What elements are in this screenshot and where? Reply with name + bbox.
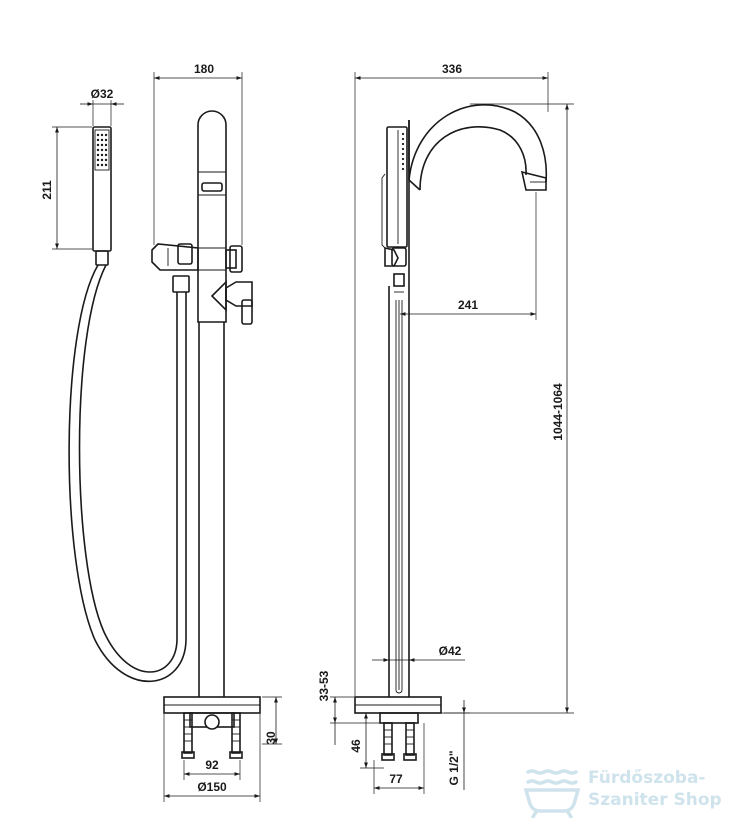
column-body: [197, 110, 227, 697]
dim-column-diameter: Ø42: [439, 644, 462, 658]
diverter-knob: [225, 245, 243, 273]
side-floor-base: [354, 696, 442, 761]
dim-spout-reach: 241: [458, 298, 478, 312]
watermark-line-1: Fürdőszoba-: [588, 768, 706, 788]
dim-handshower-length: 211: [40, 180, 54, 200]
mixer-lever: [210, 280, 253, 325]
watermark-logo: Fürdőszoba- Szaniter Shop: [522, 762, 730, 818]
shower-nozzles: [96, 133, 108, 167]
side-view: 336 241 1044-1064 Ø42 33-53 46 77: [317, 62, 574, 794]
shower-hose: [68, 264, 187, 683]
dim-base-thickness: 30: [264, 731, 278, 745]
shower-holder: [151, 243, 199, 271]
dim-width-top-left: 180: [194, 62, 214, 76]
dim-connection-spacing: 92: [205, 758, 219, 772]
spout: [408, 104, 548, 191]
hand-shower: [92, 126, 112, 266]
dim-total-height: 1044-1064: [551, 383, 565, 441]
side-column: [388, 120, 410, 697]
floor-base: [163, 696, 261, 759]
dim-handshower-diameter: Ø32: [91, 87, 114, 101]
dim-width-top-right: 336: [442, 62, 462, 76]
watermark-line-2: Szaniter Shop: [588, 790, 722, 810]
dim-thread-size: G 1/2": [447, 750, 461, 785]
dim-base-diameter: Ø150: [197, 780, 227, 794]
front-view: 180 Ø32 211 30 92 Ø150: [40, 62, 282, 802]
side-shower-holder: [384, 247, 407, 293]
bathtub-icon: [523, 769, 581, 818]
dim-base-height-range: 33-53: [317, 670, 331, 701]
dim-connection-depth: 46: [349, 739, 363, 753]
dim-connection-width: 77: [389, 772, 403, 786]
side-hand-shower: [381, 126, 408, 249]
